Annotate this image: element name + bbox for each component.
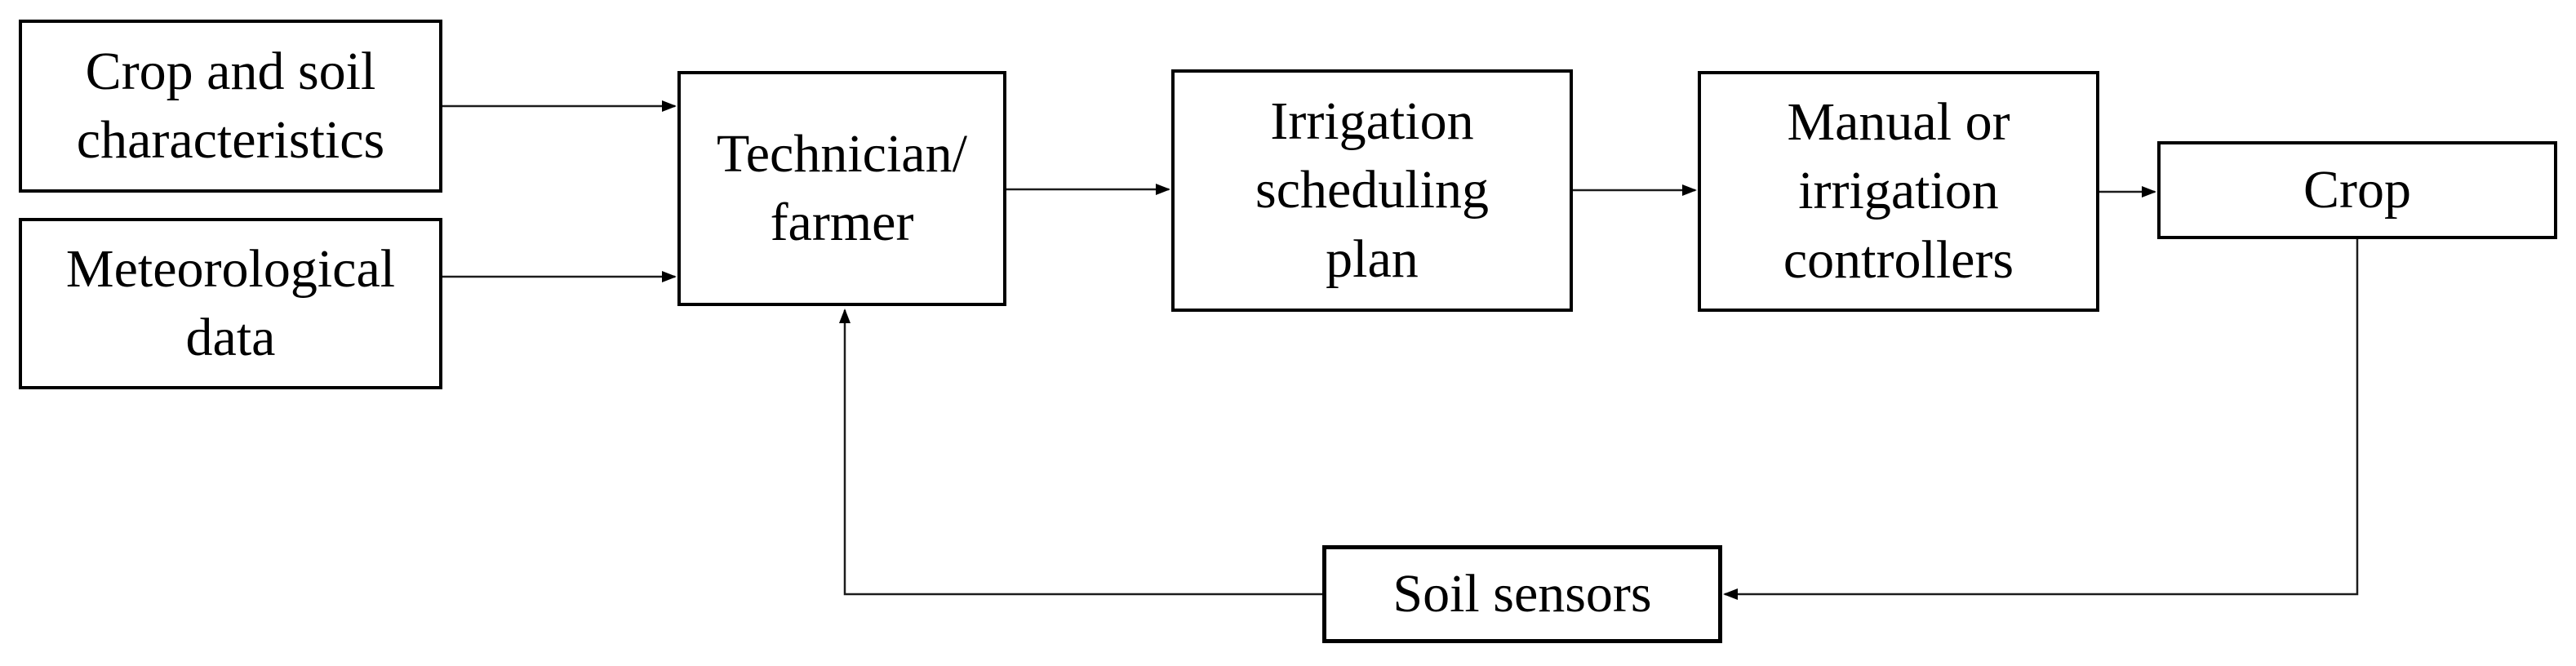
edge-crop-to-soil-sensors: [1723, 239, 2359, 600]
node-crop: Crop: [2157, 141, 2557, 239]
node-label-manual-or-irrigation-controllers: Manual or irrigation controllers: [1783, 91, 2014, 290]
node-label-irrigation-scheduling-plan: Irrigation scheduling plan: [1255, 91, 1489, 289]
node-soil-sensors: Soil sensors: [1322, 545, 1722, 643]
node-crop-and-soil-characteristics: Crop and soil characteristics: [19, 20, 442, 193]
node-technician-farmer: Technician/ farmer: [677, 71, 1006, 306]
node-label-meteorological-data: Meteorological data: [65, 238, 396, 367]
node-manual-or-irrigation-controllers: Manual or irrigation controllers: [1698, 71, 2099, 312]
edge-soil-sensors-to-technician: [839, 309, 1322, 596]
node-meteorological-data: Meteorological data: [19, 218, 442, 389]
node-label-crop-and-soil-characteristics: Crop and soil characteristics: [76, 41, 385, 170]
node-label-technician-farmer: Technician/ farmer: [717, 123, 967, 252]
node-label-soil-sensors: Soil sensors: [1392, 563, 1652, 624]
node-label-crop: Crop: [2303, 159, 2411, 220]
node-irrigation-scheduling-plan: Irrigation scheduling plan: [1171, 69, 1573, 312]
